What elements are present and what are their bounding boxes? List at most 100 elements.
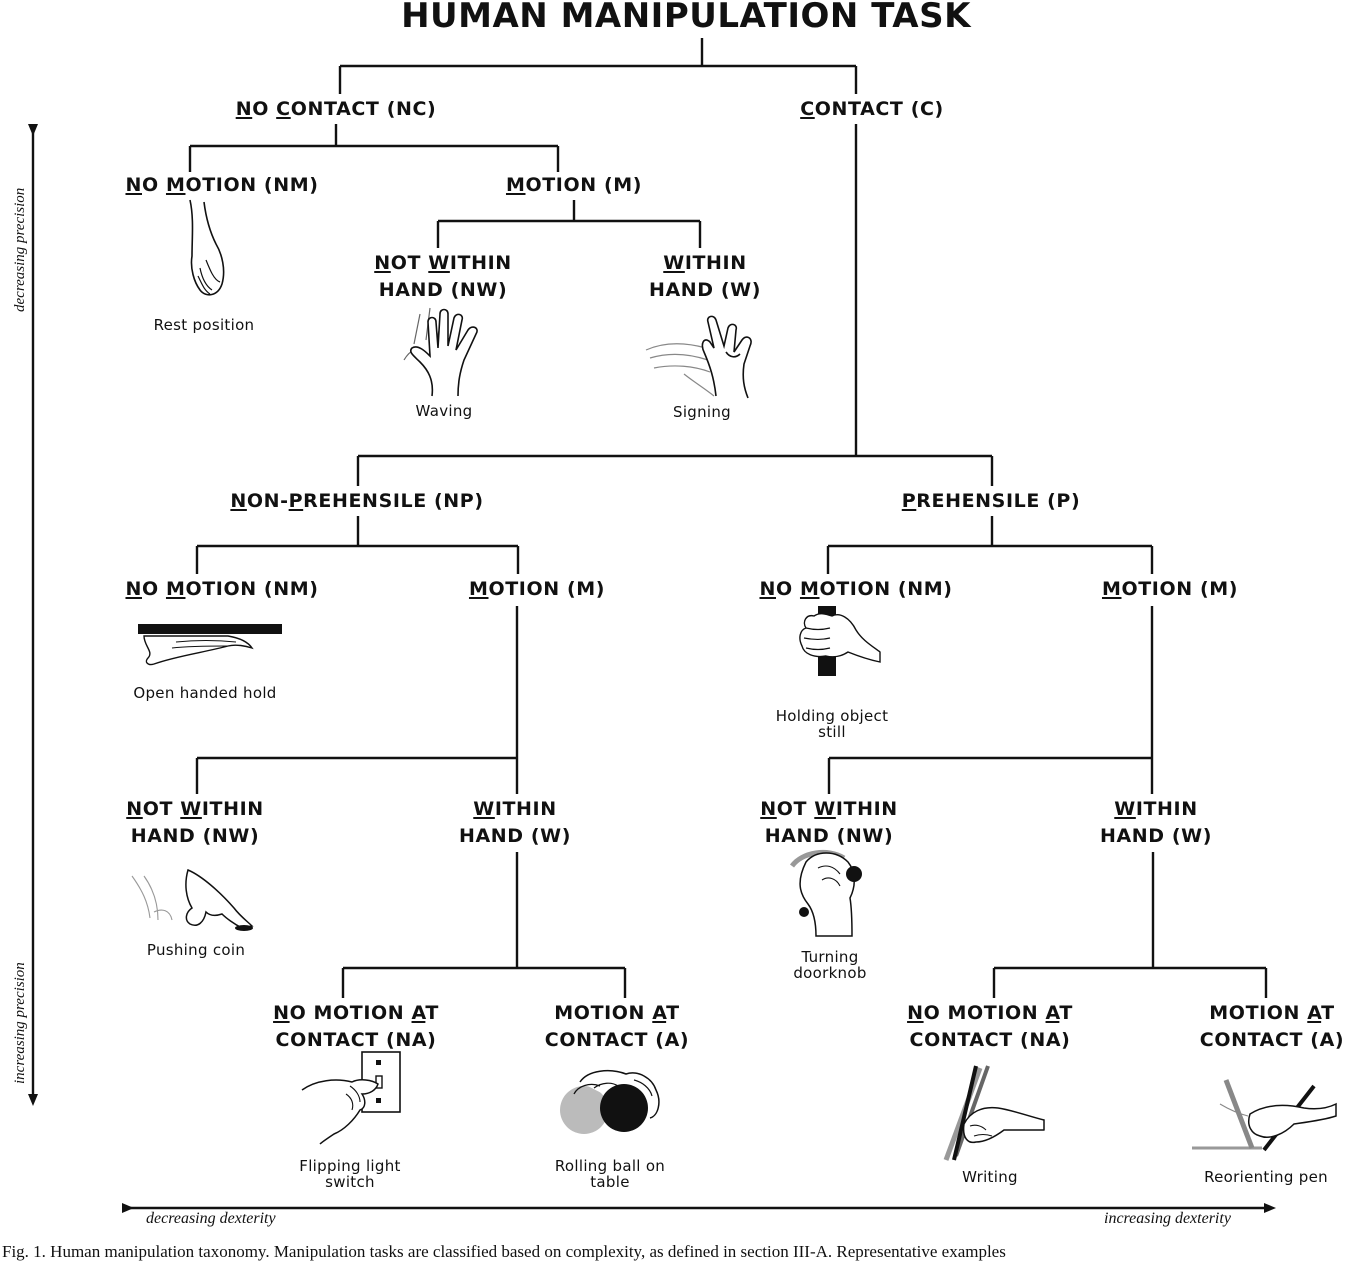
caption-reorienting-pen: Reorienting pen bbox=[1204, 1168, 1328, 1186]
node-label-line: NO MOTION (NM) bbox=[125, 172, 318, 199]
label-text: MOTION bbox=[554, 1002, 653, 1024]
underlined-initial: M bbox=[1101, 578, 1122, 600]
writing-hand-icon bbox=[943, 1065, 1045, 1161]
underlined-initial: M bbox=[799, 578, 820, 600]
node-label-line: HAND (NW) bbox=[126, 823, 264, 850]
label-text: OT bbox=[142, 798, 181, 820]
label-text: T bbox=[666, 1002, 680, 1024]
underlined-initial: M bbox=[165, 578, 186, 600]
node-label-line: MOTION (M) bbox=[469, 576, 605, 603]
label-text: O bbox=[252, 98, 277, 120]
node-label-line: NOT WITHIN bbox=[760, 796, 898, 823]
underlined-initial: N bbox=[760, 798, 777, 820]
label-text: T bbox=[1321, 1002, 1335, 1024]
label-text: ITHIN bbox=[684, 252, 747, 274]
light-switch-icon bbox=[301, 1051, 401, 1145]
label-text: OTION (M) bbox=[525, 174, 643, 196]
underlined-initial: N bbox=[125, 174, 142, 196]
underlined-initial: N bbox=[235, 98, 253, 120]
label-text: OTION (NM) bbox=[185, 174, 319, 196]
underlined-initial: W bbox=[814, 798, 836, 820]
label-text: O bbox=[776, 578, 800, 600]
reorienting-pen-icon bbox=[1192, 1079, 1337, 1152]
node-label-line: NOT WITHIN bbox=[374, 250, 512, 277]
underlined-initial: A bbox=[411, 1002, 426, 1024]
node-label-line: CONTACT (NA) bbox=[273, 1027, 439, 1054]
label-text: HAND (NW) bbox=[130, 825, 260, 847]
label-text: ITHIN bbox=[1135, 798, 1198, 820]
node-label-line: WITHIN bbox=[459, 796, 571, 823]
label-text: OTION (M) bbox=[488, 578, 606, 600]
node-label-line: CONTACT (NA) bbox=[907, 1027, 1073, 1054]
axis-label-increasing-dexterity: increasing dexterity bbox=[1104, 1210, 1231, 1227]
underlined-initial: A bbox=[1307, 1002, 1322, 1024]
caption-rest-position: Rest position bbox=[153, 316, 255, 334]
label-text: O bbox=[142, 174, 166, 196]
label-text: CONTACT (NA) bbox=[275, 1029, 437, 1051]
node-label-line: MOTION AT bbox=[545, 1000, 689, 1027]
figure-caption: Fig. 1. Human manipulation taxonomy. Man… bbox=[2, 1242, 1006, 1261]
node-label-line: CONTACT (A) bbox=[1200, 1027, 1344, 1054]
axis-label-decreasing-precision: decreasing precision bbox=[12, 187, 28, 312]
underlined-initial: N bbox=[759, 578, 776, 600]
underlined-initial: N bbox=[230, 490, 247, 512]
label-text: OT bbox=[776, 798, 815, 820]
label-text: MOTION bbox=[1209, 1002, 1308, 1024]
node-label-line: HAND (W) bbox=[1100, 823, 1212, 850]
holding-object-icon bbox=[799, 606, 881, 676]
node-nc-motion: MOTION (M) bbox=[506, 172, 642, 199]
underlined-initial: W bbox=[1114, 798, 1136, 820]
label-text: T bbox=[1059, 1002, 1073, 1024]
node-np-no-motion: NO MOTION (NM) bbox=[125, 576, 318, 603]
underlined-initial: M bbox=[505, 174, 526, 196]
label-text: HAND (W) bbox=[458, 825, 572, 847]
underlined-initial: N bbox=[126, 798, 143, 820]
node-label-line: NON-PREHENSILE (NP) bbox=[230, 488, 483, 515]
underlined-initial: P bbox=[901, 490, 917, 512]
node-label-line: MOTION (M) bbox=[506, 172, 642, 199]
caption-rolling-ball: Rolling ball on table bbox=[554, 1157, 666, 1191]
label-text: ONTACT (C) bbox=[814, 98, 944, 120]
node-non-prehensile: NON-PREHENSILE (NP) bbox=[230, 488, 483, 515]
label-text: HAND (W) bbox=[648, 279, 762, 301]
label-text: ITHIN bbox=[494, 798, 557, 820]
node-prehensile: PREHENSILE (P) bbox=[902, 488, 1080, 515]
node-label-line: NOT WITHIN bbox=[126, 796, 264, 823]
underlined-initial: M bbox=[468, 578, 489, 600]
underlined-initial: P bbox=[288, 490, 304, 512]
underlined-initial: M bbox=[165, 174, 186, 196]
underlined-initial: C bbox=[800, 98, 815, 120]
waving-hand-icon bbox=[403, 307, 478, 397]
underlined-initial: A bbox=[652, 1002, 667, 1024]
label-text: HAND (NW) bbox=[378, 279, 508, 301]
caption-signing: Signing bbox=[672, 403, 732, 421]
label-text: O bbox=[142, 578, 166, 600]
axis-label-increasing-precision: increasing precision bbox=[12, 962, 28, 1084]
node-label-line: MOTION AT bbox=[1200, 1000, 1344, 1027]
node-p-within-hand: WITHIN HAND (W) bbox=[1100, 796, 1212, 850]
node-p-no-motion: NO MOTION (NM) bbox=[759, 576, 952, 603]
node-label-line: HAND (W) bbox=[459, 823, 571, 850]
node-label-line: CONTACT (A) bbox=[545, 1027, 689, 1054]
underlined-initial: N bbox=[125, 578, 142, 600]
node-label-line: WITHIN bbox=[649, 250, 761, 277]
node-label-line: NO MOTION (NM) bbox=[125, 576, 318, 603]
caption-flipping-light-switch: Flipping light switch bbox=[299, 1157, 401, 1191]
label-text: HAND (NW) bbox=[764, 825, 894, 847]
caption-turning-doorknob: Turning doorknob bbox=[793, 948, 867, 982]
pushing-coin-icon bbox=[131, 868, 254, 931]
node-label-line: NO MOTION AT bbox=[273, 1000, 439, 1027]
node-contact: CONTACT (C) bbox=[800, 96, 944, 123]
underlined-initial: C bbox=[276, 98, 291, 120]
caption-waving: Waving bbox=[415, 402, 473, 420]
label-text: O MOTION bbox=[289, 1002, 412, 1024]
node-label-line: NO MOTION (NM) bbox=[759, 576, 952, 603]
underlined-initial: N bbox=[907, 1002, 924, 1024]
